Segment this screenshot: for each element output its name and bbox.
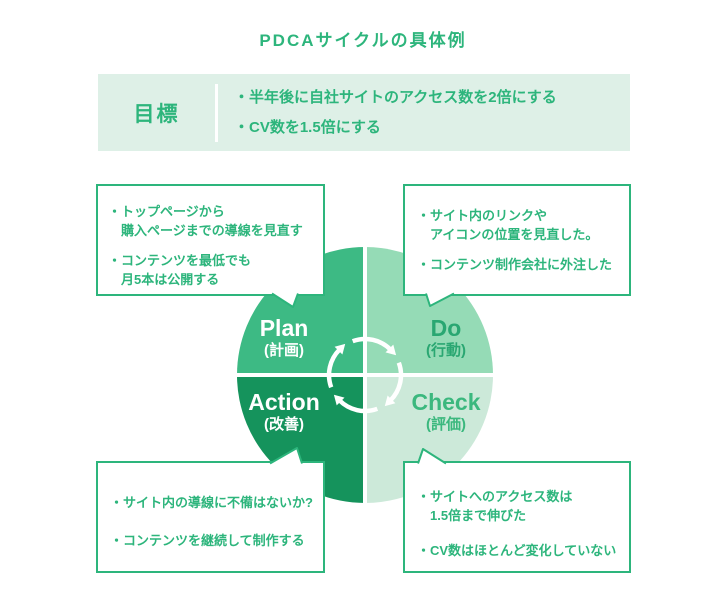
cycle-plan-ja: (計画) [263,342,304,359]
cycle-action-en: Action [248,389,320,415]
cycle-label-do: Do (行動) [426,316,466,360]
cycle-label-check: Check (評価) [411,390,480,434]
bubble-do: ・サイト内のリンクや アイコンの位置を見直した。 ・コンテンツ制作会社に外注した [403,184,631,296]
bubble-line: 月5本は公開する [121,272,220,287]
bubble-line: ・サイトへのアクセス数は [417,489,573,504]
cycle-do-ja: (行動) [426,342,466,359]
bubble-plan: ・トップページから 購入ページまでの導線を見直す ・コンテンツを最低でも 月5本… [96,184,325,296]
bubble-line: ・コンテンツ制作会社に外注した [417,257,613,272]
bubble-line: ・コンテンツを最低でも [108,253,252,268]
cycle-plan-en: Plan [259,315,309,341]
bubble-plan-tail [271,292,299,308]
bubble-check: ・サイトへのアクセス数は 1.5倍まで伸びた ・CV数はほとんど変化していない [403,461,631,573]
cycle-check-en: Check [411,389,481,415]
bubble-line: ・トップページから [108,204,225,219]
cycle-label-plan: Plan (計画) [260,316,309,360]
bubble-line: ・サイト内のリンクや [417,208,548,223]
cycle-check-ja: (評価) [425,416,466,433]
cycle-arrows-icon [326,336,404,414]
bubble-line: ・コンテンツを継続して制作する [110,533,305,548]
bubble-check-tail [417,448,447,465]
cycle-label-action: Action (改善) [248,390,320,434]
bubble-line: ・サイト内の導線に不備はないか? [110,495,313,510]
bubble-action-tail [269,447,303,465]
bubble-line: アイコンの位置を見直した。 [430,227,599,242]
page-title: PDCAサイクルの具体例 [259,31,467,50]
bubble-do-tail [425,292,455,307]
bubble-line: ・CV数はほとんど変化していない [417,543,617,558]
bubble-line: 1.5倍まで伸びた [430,508,527,523]
goal-label: 目標 [133,102,180,126]
bubble-action: ・サイト内の導線に不備はないか? ・コンテンツを継続して制作する [96,461,325,573]
goal-item: ・半年後に自社サイトのアクセス数を2倍にする [234,88,557,106]
cycle-action-ja: (改善) [264,416,304,433]
goal-panel: 目標 ・半年後に自社サイトのアクセス数を2倍にする ・CV数を1.5倍にする [98,74,630,151]
goal-item: ・CV数を1.5倍にする [234,118,381,136]
goal-items: ・半年後に自社サイトのアクセス数を2倍にする ・CV数を1.5倍にする [218,83,557,143]
bubble-line: 購入ページまでの導線を見直す [121,223,303,238]
goal-divider [215,83,218,142]
cycle-do-en: Do [430,315,462,341]
